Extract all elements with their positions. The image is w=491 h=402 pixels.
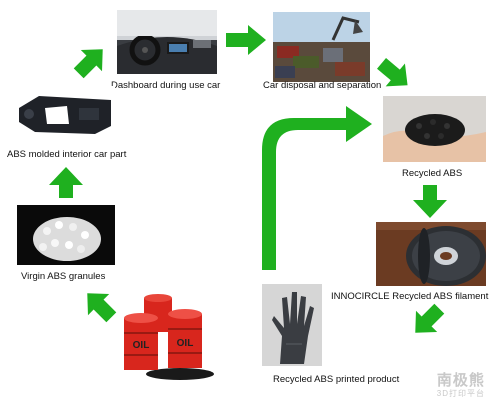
oil-drums-image: OIL OIL — [118, 292, 215, 380]
drum-oil-text-right: OIL — [177, 338, 194, 349]
watermark: 南极熊 3D打印平台 — [436, 372, 485, 399]
watermark-text-cn: 南极熊 — [436, 372, 485, 389]
arrow-printed-to-recycled — [262, 106, 372, 270]
filament-spool-image — [376, 222, 486, 286]
recycled-abs-image — [383, 96, 486, 162]
dashboard-label: Dashboard during use car — [111, 80, 221, 91]
arrow-disposal-to-recycled — [377, 57, 408, 87]
car-disposal-label: Car disposal and separation — [263, 80, 382, 91]
arrow-drums-to-granules — [87, 293, 117, 323]
recycled-abs-label: Recycled ABS — [402, 168, 463, 179]
printed-product-image — [262, 284, 322, 366]
arrow-recycled-to-filament — [413, 185, 447, 218]
drum-oil-text-left: OIL — [133, 340, 150, 351]
car-disposal-image — [273, 12, 370, 82]
granules-label: Virgin ABS granules — [21, 271, 106, 282]
arrow-interior-to-dashboard — [73, 49, 103, 79]
dashboard-image — [117, 10, 217, 74]
filament-label: INNOCIRCLE Recycled ABS filament — [331, 291, 489, 302]
arrow-granules-to-interior — [49, 167, 83, 198]
arrow-filament-to-printed — [415, 303, 445, 333]
watermark-text-en: 3D打印平台 — [436, 389, 485, 398]
interior-part-label: ABS molded interior car part — [7, 149, 127, 160]
arrow-dashboard-to-disposal — [226, 25, 266, 55]
interior-part-image — [15, 86, 115, 144]
granules-image — [17, 205, 115, 265]
printed-product-label: Recycled ABS printed product — [273, 374, 400, 385]
